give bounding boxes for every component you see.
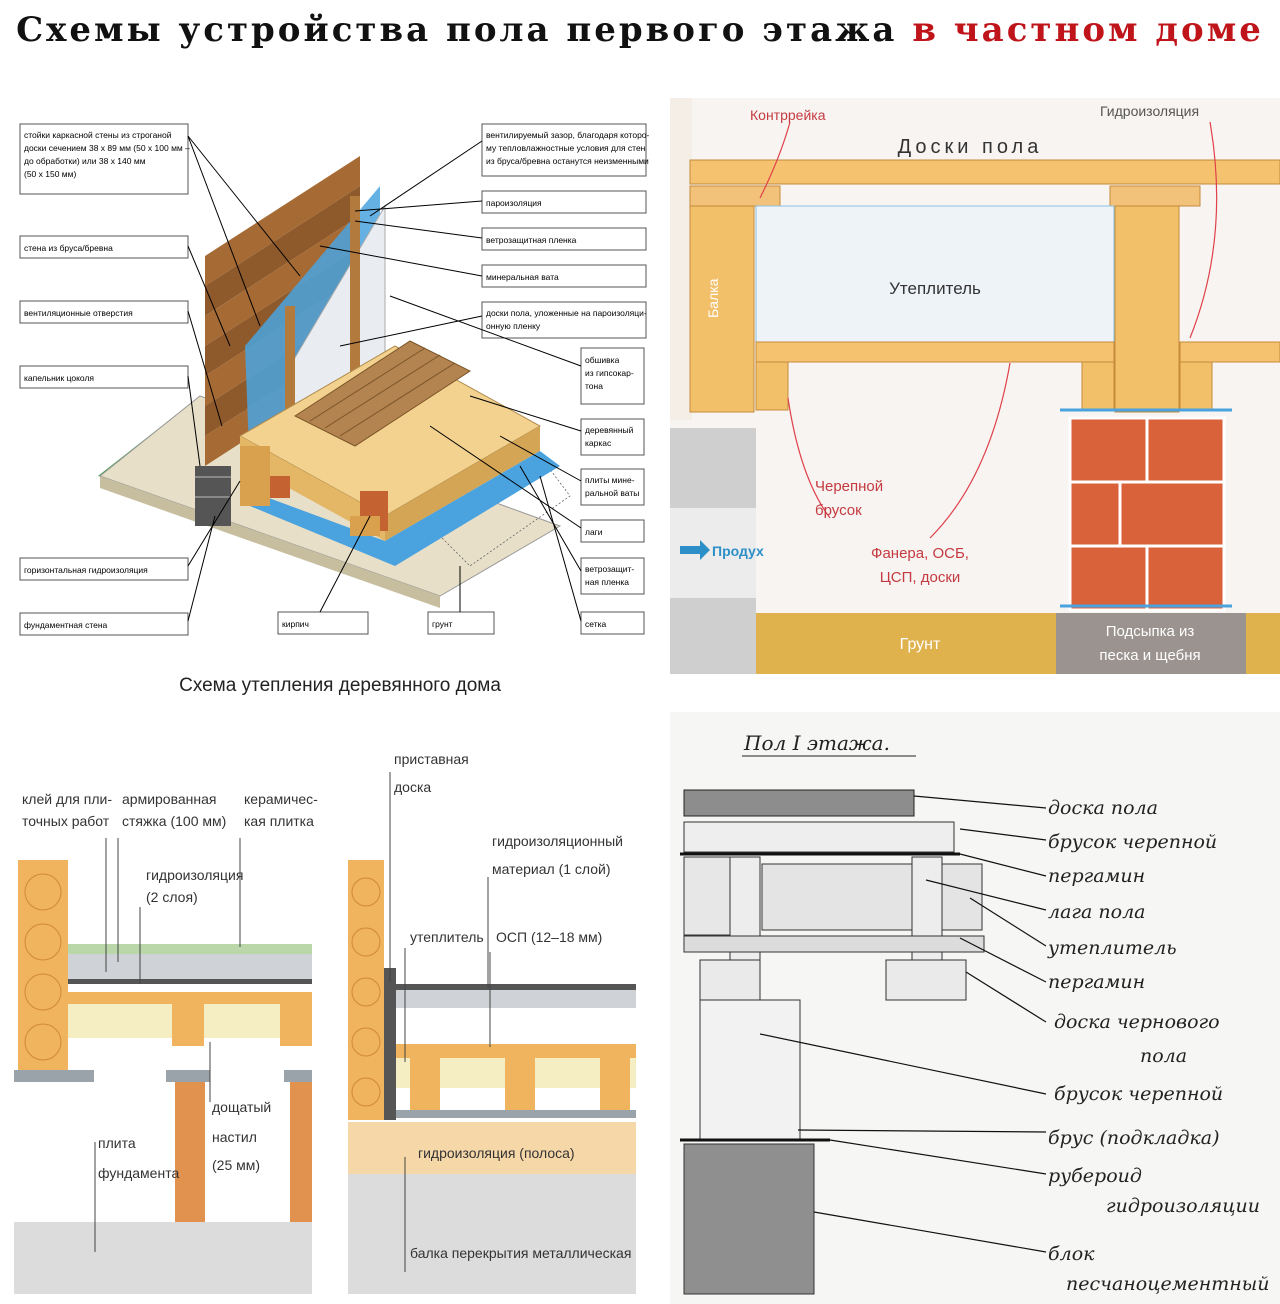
sketch-label-cranial-1: брусок черепной <box>1048 831 1217 853</box>
label-ground: грунт <box>432 619 453 629</box>
label-vapor-barrier: пароизоляция <box>486 198 542 208</box>
label-ground-2: Грунт <box>900 636 941 653</box>
label-studs-2: доски сечением 38 x 89 мм (50 x 100 мм – <box>24 143 190 153</box>
label-counter-rail: Контррейка <box>750 107 826 123</box>
left-labels: стойки каркасной стены из строганой доск… <box>19 123 190 636</box>
label-joists: лаги <box>585 527 603 537</box>
panel-hand-sketch: Пол I этажа. доска пола брусок черепной … <box>670 712 1280 1304</box>
label-wool-plates-1: плиты мине- <box>585 475 635 485</box>
label-wind-film-2a: ветрозащит- <box>585 564 634 574</box>
label-fill-1: Подсыпка из <box>1106 623 1195 640</box>
column-labels: обшивка из гипсокар- тона деревянный кар… <box>277 347 645 635</box>
label-fill-2: песка и щебня <box>1099 647 1200 664</box>
label-drip: капельник цоколя <box>24 373 94 383</box>
label-waterproof-2: (2 слоя) <box>146 889 198 905</box>
sketch-label-joist: лага пола <box>1048 901 1146 923</box>
insulation-diagram: стойки каркасной стены из строганой доск… <box>19 123 650 696</box>
label-material-2: материал (1 слой) <box>492 861 611 877</box>
label-deck-2: настил <box>212 1129 257 1145</box>
title-main: Схемы устройства пола первого этажа <box>16 10 898 50</box>
sketch-label-cranial-2: брусок черепной <box>1054 1083 1223 1105</box>
label-plywood-2: ЦСП, доски <box>880 569 961 586</box>
label-wind-film: ветрозащитная пленка <box>486 235 577 245</box>
label-slab-2: фундамента <box>98 1165 179 1181</box>
title-accent: в частном доме <box>912 10 1264 50</box>
label-tile-1: керамичес- <box>244 791 318 807</box>
label-floor-boards-1: доски пола, уложенные на пароизоляци- <box>486 308 647 318</box>
label-insulation-3: утеплитель <box>410 929 484 945</box>
label-gypsum-3: тона <box>585 381 603 391</box>
panel-insulation-scheme: стойки каркасной стены из строганой доск… <box>0 96 668 706</box>
label-cranial-bar-2: брусок <box>815 502 862 519</box>
label-frame-2: каркас <box>585 438 612 448</box>
label-floor-boards-2: онную пленку <box>486 321 541 331</box>
joist-floor-diagram: Доски пола Контррейка Гидроизоляция Балк… <box>670 98 1280 674</box>
label-frame-1: деревянный <box>585 425 634 435</box>
sketch-label-beam-pad: брус (подкладка) <box>1048 1127 1220 1149</box>
panel-floor-sections: клей для пли- точных работ армированная … <box>0 712 668 1304</box>
vent-arrow-icon <box>680 540 710 560</box>
label-glue-1: клей для пли- <box>22 791 112 807</box>
label-waterproofing: Гидроизоляция <box>1100 103 1199 119</box>
sketch-label-floor-board: доска пола <box>1048 797 1158 819</box>
panel1-caption: Схема утепления деревянного дома <box>179 675 501 696</box>
label-beam: Балка <box>705 278 721 318</box>
label-metal-beam: балка перекрытия металлическая <box>410 1245 631 1261</box>
label-screed-1: армированная <box>122 791 217 807</box>
sketch-label-pergamin-1: пергамин <box>1048 865 1145 887</box>
label-material-1: гидроизоляционный <box>492 833 623 849</box>
label-wind-film-2b: ная пленка <box>585 577 629 587</box>
label-strip: гидроизоляция (полоса) <box>418 1145 575 1161</box>
label-horiz-waterproof: горизонтальная гидроизоляция <box>24 565 148 575</box>
panel-joist-floor: Доски пола Контррейка Гидроизоляция Балк… <box>670 98 1280 674</box>
label-foundation-wall: фундаментная стена <box>24 620 108 630</box>
sketch-heading: Пол I этажа. <box>743 731 890 755</box>
label-screed-2: стяжка (100 мм) <box>122 813 226 829</box>
sketch-label-block: блок <box>1048 1243 1095 1265</box>
label-vent: Продух <box>712 543 764 559</box>
label-deck-1: дощатый <box>212 1099 271 1115</box>
label-plywood-1: Фанера, ОСБ, <box>871 545 969 562</box>
sketch-label-insulation: утеплитель <box>1047 937 1177 959</box>
label-cranial-bar-1: Черепной <box>815 478 883 495</box>
sketch-label-waterproofing: гидроизоляции <box>1106 1195 1260 1217</box>
hand-sketch-diagram: Пол I этажа. доска пола брусок черепной … <box>670 712 1280 1304</box>
label-floor-boards: Доски пола <box>898 136 1043 158</box>
sketch-label-subfloor-1: доска чернового <box>1054 1011 1220 1033</box>
label-log-wall: стена из бруса/бревна <box>24 243 113 253</box>
label-insulation: Утеплитель <box>889 279 981 298</box>
label-board-2: доска <box>394 779 431 795</box>
label-wool-plates-2: ральной ваты <box>585 488 639 498</box>
right-labels: вентилируемый зазор, благодаря которо- м… <box>481 123 650 339</box>
label-vent-gap-3: из бруса/бревна останутся неизменными <box>486 156 649 166</box>
label-osb: ОСП (12–18 мм) <box>496 929 602 945</box>
sketch-label-sand-cement: песчаноцементный <box>1066 1273 1269 1295</box>
label-mesh: сетка <box>585 619 606 629</box>
label-board-1: приставная <box>394 751 469 767</box>
sketch-label-subfloor-2: пола <box>1140 1045 1187 1067</box>
label-waterproof-1: гидроизоляция <box>146 867 243 883</box>
label-studs-3: до обработки) или 38 x 140 мм <box>24 156 146 166</box>
label-deck-3: (25 мм) <box>212 1157 260 1173</box>
label-slab-1: плита <box>98 1135 136 1151</box>
label-studs-4: (50 x 150 мм) <box>24 169 76 179</box>
sketch-label-roofing: рубероид <box>1048 1165 1142 1187</box>
label-vent-gap-1: вентилируемый зазор, благодаря которо- <box>486 130 650 140</box>
label-vent-holes: вентиляционные отверстия <box>24 308 133 318</box>
label-studs-1: стойки каркасной стены из строганой <box>24 130 172 140</box>
floor-sections-diagram: клей для пли- точных работ армированная … <box>14 751 636 1294</box>
label-vent-gap-2: му тепловлажностные условия для стен <box>486 143 646 153</box>
brick-pillar <box>1060 408 1232 612</box>
page-title: Схемы устройства пола первого этажа в ча… <box>0 10 1280 50</box>
label-mineral-wool: минеральная вата <box>486 272 559 282</box>
label-gypsum-2: из гипсокар- <box>585 368 634 378</box>
label-tile-2: кая плитка <box>244 813 314 829</box>
label-brick: кирпич <box>282 619 309 629</box>
sketch-label-pergamin-2: пергамин <box>1048 971 1145 993</box>
label-gypsum-1: обшивка <box>585 355 620 365</box>
label-glue-2: точных работ <box>22 813 110 829</box>
